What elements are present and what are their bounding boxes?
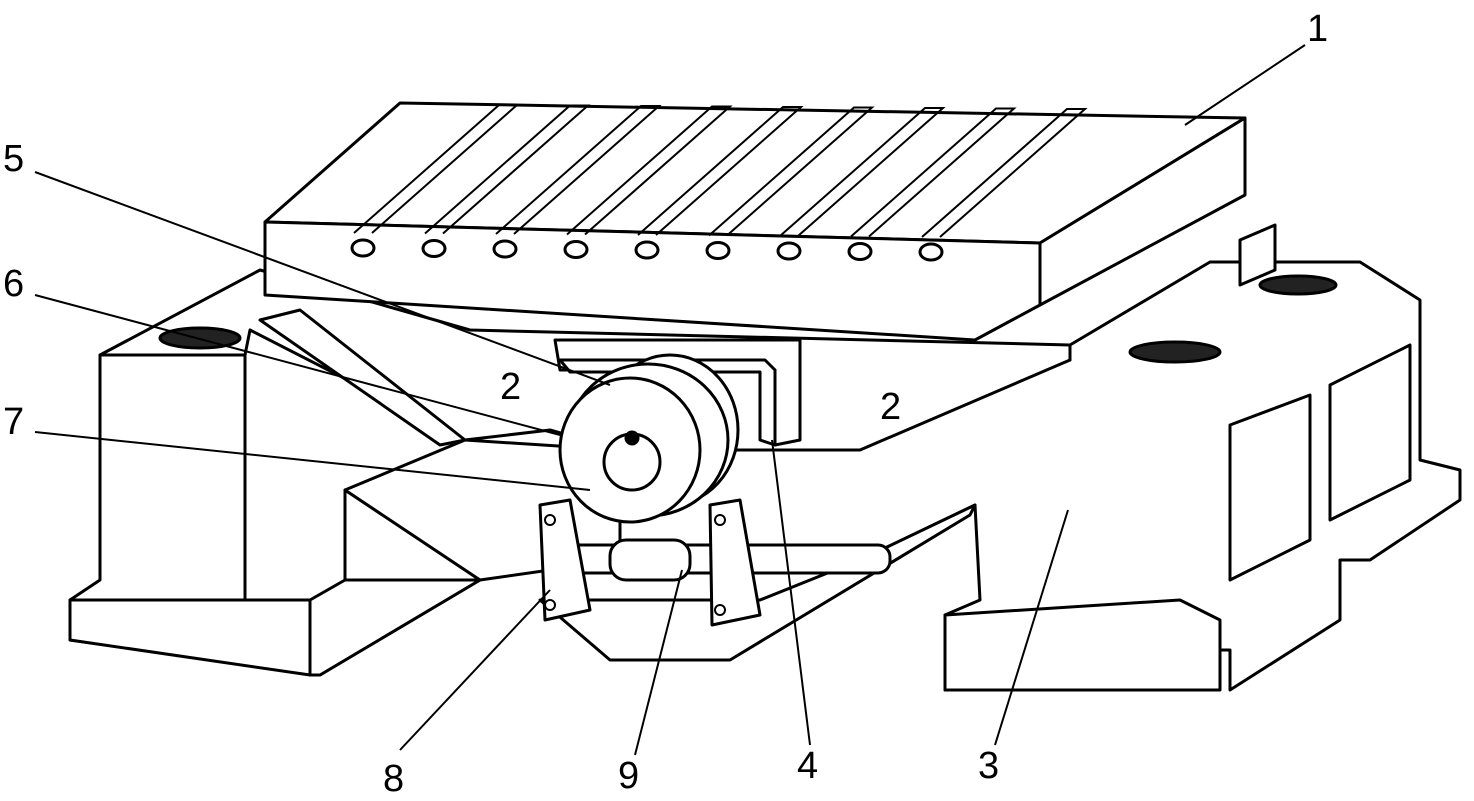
t-slot-opening (423, 241, 445, 257)
label-1: 1 (1307, 10, 1328, 48)
t-slot-opening (920, 244, 942, 260)
t-slot-opening (565, 242, 587, 258)
t-slot-opening (352, 240, 374, 256)
label-6: 6 (3, 265, 24, 303)
t-slot-opening (778, 243, 800, 259)
label-8: 8 (383, 760, 404, 798)
table-part-1 (265, 103, 1245, 340)
label-3: 3 (978, 747, 999, 785)
label-9: 9 (618, 757, 639, 795)
t-slot-opening (707, 243, 729, 259)
t-slot-opening (494, 241, 516, 257)
label-4: 4 (797, 747, 818, 785)
label-5: 5 (3, 140, 24, 178)
label-2-left: 2 (500, 368, 521, 406)
t-slot-opening (849, 244, 871, 260)
label-2-right: 2 (880, 388, 901, 426)
label-7: 7 (3, 403, 24, 441)
t-slot-opening (636, 242, 658, 258)
